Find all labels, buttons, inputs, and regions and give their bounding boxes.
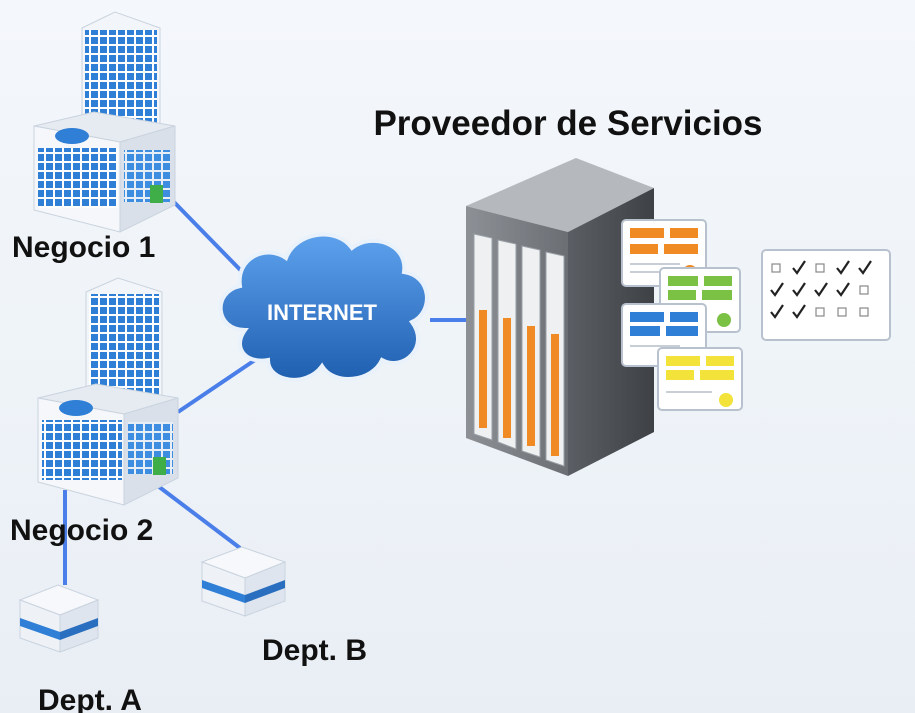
checklist-grid bbox=[770, 260, 872, 319]
empty-checkbox bbox=[837, 307, 847, 317]
building-negocio-1-icon bbox=[33, 11, 176, 233]
server-blades bbox=[473, 233, 565, 467]
empty-checkbox bbox=[771, 263, 781, 273]
dept-b-device-icon bbox=[200, 546, 287, 617]
empty-checkbox bbox=[815, 307, 825, 317]
checkmark bbox=[792, 282, 806, 297]
checkmark bbox=[770, 282, 784, 297]
title-proveedor: Proveedor de Servicios bbox=[373, 104, 762, 143]
link-negocio2-internet bbox=[176, 358, 257, 414]
checkmark bbox=[858, 260, 872, 275]
checkmark bbox=[836, 282, 850, 297]
internet-label: INTERNET bbox=[267, 300, 378, 325]
empty-checkbox bbox=[815, 263, 825, 273]
internet-cloud-icon: INTERNET bbox=[218, 232, 429, 382]
label-dept-b: Dept. B bbox=[262, 634, 367, 667]
dept-a-device-icon bbox=[18, 584, 100, 653]
checkmark bbox=[814, 282, 828, 297]
label-dept-a: Dept. A bbox=[38, 684, 142, 713]
checkmark bbox=[792, 260, 806, 275]
label-negocio-2: Negocio 2 bbox=[10, 514, 153, 547]
empty-checkbox bbox=[859, 307, 869, 317]
checkmark bbox=[770, 304, 784, 319]
checklist-card bbox=[761, 249, 891, 341]
building-negocio-2-icon bbox=[37, 277, 179, 506]
app-window-yellow-icon bbox=[657, 347, 743, 411]
checkmark bbox=[836, 260, 850, 275]
empty-checkbox bbox=[859, 285, 869, 295]
checkmark bbox=[792, 304, 806, 319]
server-rack-icon bbox=[466, 158, 654, 476]
link-negocio2-dept-b bbox=[148, 478, 242, 550]
label-negocio-1: Negocio 1 bbox=[12, 231, 155, 264]
